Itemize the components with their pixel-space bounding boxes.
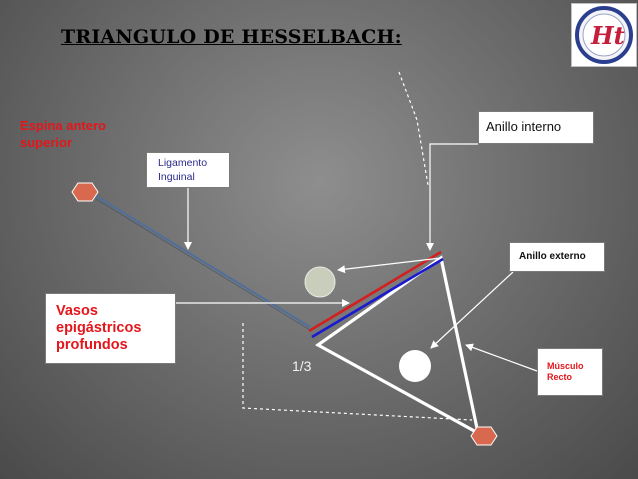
espina-marker-icon: [71, 182, 99, 202]
musculo-recto-box: Músculo Recto: [537, 348, 603, 396]
vasos-epigastricos-box: Vasos epigástricos profundos: [45, 293, 176, 364]
dashed-vertical-line: [398, 71, 429, 186]
anillo-externo-circle: [399, 350, 431, 382]
anillo-externo-box: Anillo externo: [509, 242, 605, 272]
hospital-logo-icon: Ht: [575, 6, 633, 64]
red-vessel-line: [308, 250, 442, 333]
white-circle-arrow: [337, 257, 442, 274]
anillo-externo-arrow: [430, 271, 514, 349]
slide-title: TRIANGULO DE HESSELBACH:: [61, 26, 402, 48]
pubis-marker-icon: [470, 426, 498, 446]
blue-vessel-line: [311, 257, 444, 339]
anillo-interno-label: Anillo interno: [486, 119, 562, 134]
anillo-externo-label: Anillo externo: [519, 251, 586, 262]
ligamento-shadow-line: [95, 198, 311, 331]
musculo-arrow: [465, 343, 538, 372]
anillo-interno-box: Anillo interno: [478, 111, 594, 144]
anillo-interno-circle: [304, 266, 336, 298]
hesselbach-triangle: [314, 255, 481, 437]
ligamento-inguinal-label: Ligamento Inguinal: [158, 157, 208, 183]
ligamento-inguinal-box: Ligamento Inguinal: [146, 152, 230, 188]
musculo-recto-label: Músculo Recto: [547, 361, 584, 382]
logo-letter-h: Ht: [590, 21, 625, 50]
vasos-epigastricos-label: Vasos epigástricos profundos: [56, 303, 142, 353]
dashed-boundary-line: [242, 323, 473, 421]
hospital-logo: Ht: [571, 3, 637, 67]
ligamento-inguinal-line: [95, 195, 311, 328]
espina-antero-superior-label: Espina antero superior: [20, 118, 106, 150]
anillo-interno-arrow: [426, 143, 478, 251]
one-third-label: 1/3: [292, 358, 312, 374]
